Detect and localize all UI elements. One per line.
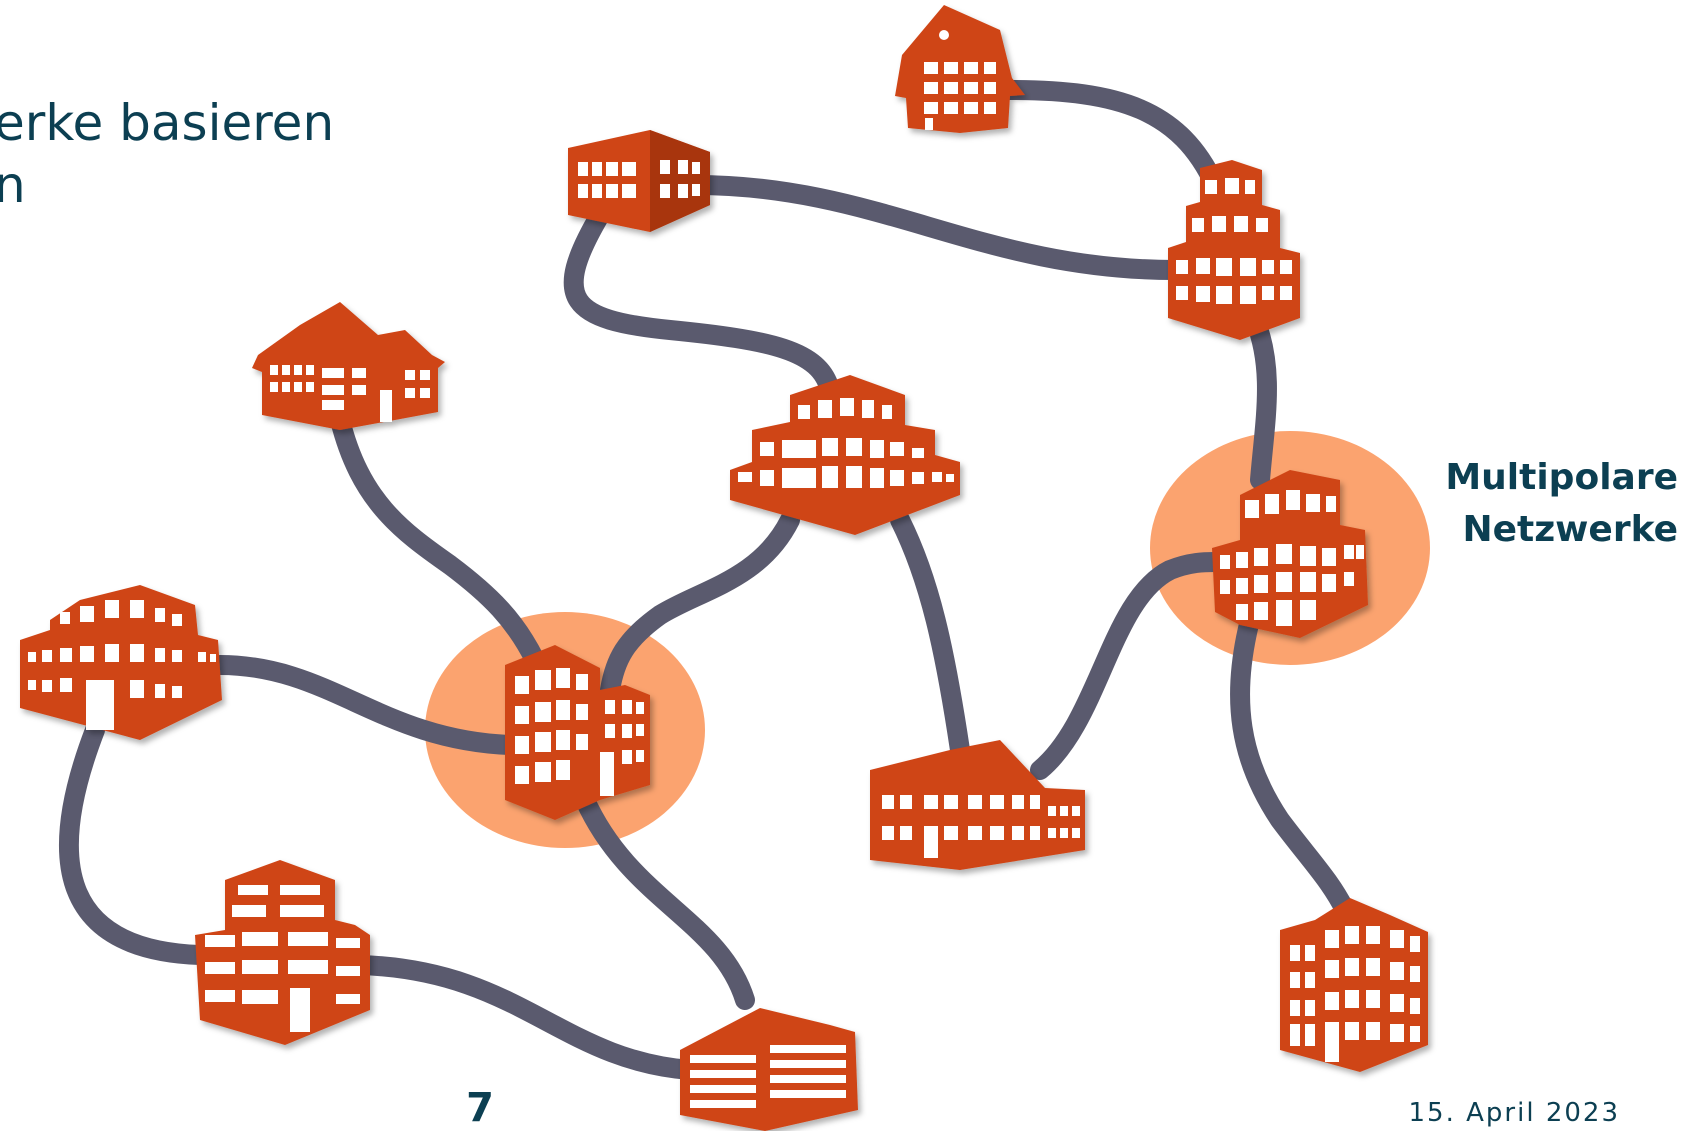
connection-school-to-hub-left xyxy=(330,410,545,670)
connection-stacked-to-long xyxy=(350,955,700,1080)
cluster-label-line1: Multipolare xyxy=(1445,457,1678,498)
connection-factory-to-hub-left xyxy=(210,655,520,755)
tower-building-icon xyxy=(1280,898,1428,1072)
connection-hub-right-to-city xyxy=(1230,610,1355,920)
slide-title: erke basieren n xyxy=(0,94,335,214)
page-number: 7 xyxy=(466,1085,494,1131)
connection-wide-to-warehouse xyxy=(890,510,970,760)
stacked-building-icon xyxy=(195,860,370,1045)
connection-house-to-tower xyxy=(1000,80,1225,195)
connection-wide-to-hub-left xyxy=(600,510,800,700)
slide-date: 15. April 2023 xyxy=(1408,1098,1620,1128)
cluster-label-line2: Netzwerke xyxy=(1462,509,1678,550)
city-building-icon xyxy=(1212,470,1368,638)
buildings xyxy=(20,5,1428,1131)
house-icon xyxy=(895,5,1025,133)
connection-office-to-wide xyxy=(563,205,840,400)
school-building-icon xyxy=(252,302,445,430)
connection-factory-to-stacked xyxy=(58,720,210,965)
connection-warehouse-to-hub-right xyxy=(1030,552,1225,780)
connection-hub-left-to-long xyxy=(575,790,755,1010)
cluster-label: Multipolare Netzwerke xyxy=(1378,452,1678,556)
factory-building-icon xyxy=(20,585,222,740)
hub-building-icon xyxy=(505,645,650,820)
wide-building-icon xyxy=(730,375,960,535)
connection-tower-to-hub-right xyxy=(1245,310,1277,490)
warehouse-icon xyxy=(870,740,1085,870)
connections xyxy=(58,80,1355,1080)
connection-office-to-tower xyxy=(685,175,1185,280)
office-building-icon xyxy=(568,130,710,232)
tower-building-icon xyxy=(1168,160,1300,340)
long-building-icon xyxy=(680,1008,858,1131)
